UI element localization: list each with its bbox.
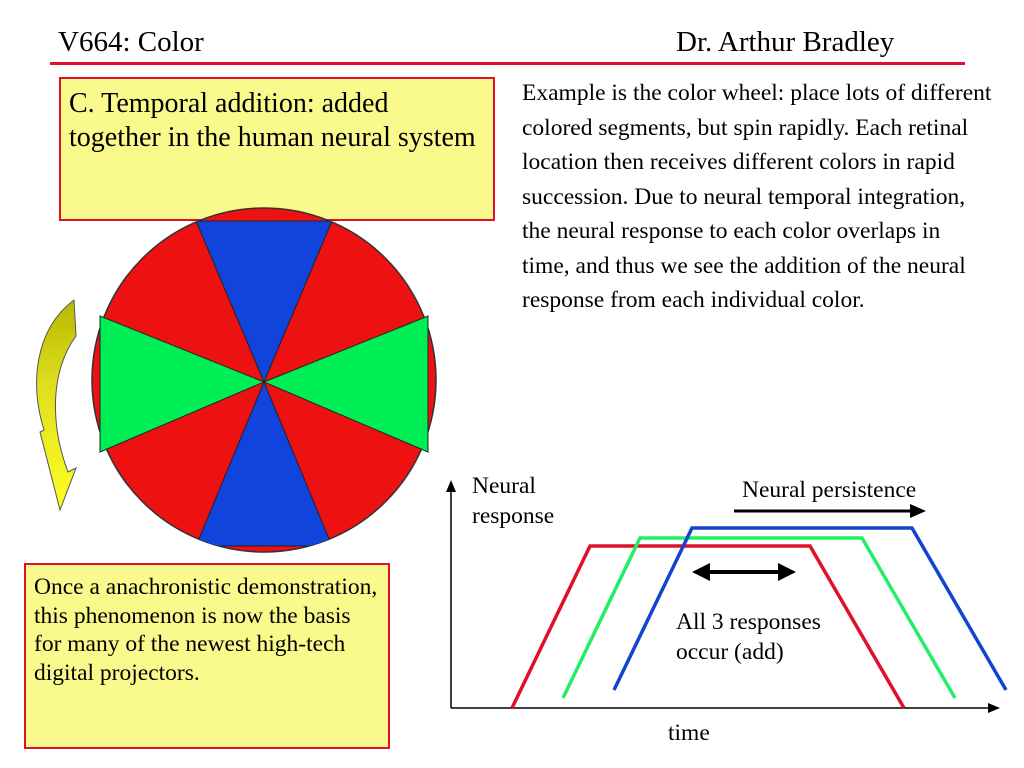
color-wheel (91, 207, 437, 553)
wheel-segment-bottom (195, 380, 333, 547)
persistence-label: Neural persistence (742, 477, 917, 503)
title-divider (50, 62, 965, 65)
course-title: V664: Color (58, 26, 204, 58)
overlap-arrowhead-right (778, 563, 796, 581)
y-axis-arrowhead (446, 480, 456, 492)
section-heading-text: C. Temporal addition: added together in … (69, 88, 476, 153)
response-graph (446, 480, 1008, 713)
wheel-segment-left (99, 315, 266, 453)
author-name: Dr. Arthur Bradley (676, 26, 895, 58)
green-response-curve (561, 536, 957, 699)
y-axis-label: Neural response (472, 473, 555, 529)
blue-response-curve (612, 526, 1008, 691)
overlap-arrowhead-left (692, 563, 710, 581)
description-paragraph: Example is the color wheel: place lots o… (522, 80, 992, 313)
persistence-arrowhead (910, 504, 926, 518)
overlap-label: All 3 responses occur (add) (676, 609, 821, 665)
projector-note-text: Once a anachronistic demonstration, this… (34, 574, 378, 686)
red-response-curve (510, 544, 906, 709)
rotation-arrow-icon (36, 299, 77, 512)
wheel-segment-top (195, 220, 333, 384)
projector-note-box: Once a anachronistic demonstration, this… (24, 563, 390, 749)
x-axis-label: time (668, 720, 710, 746)
x-axis-arrowhead (988, 703, 1000, 713)
wheel-segment-right (262, 315, 429, 453)
